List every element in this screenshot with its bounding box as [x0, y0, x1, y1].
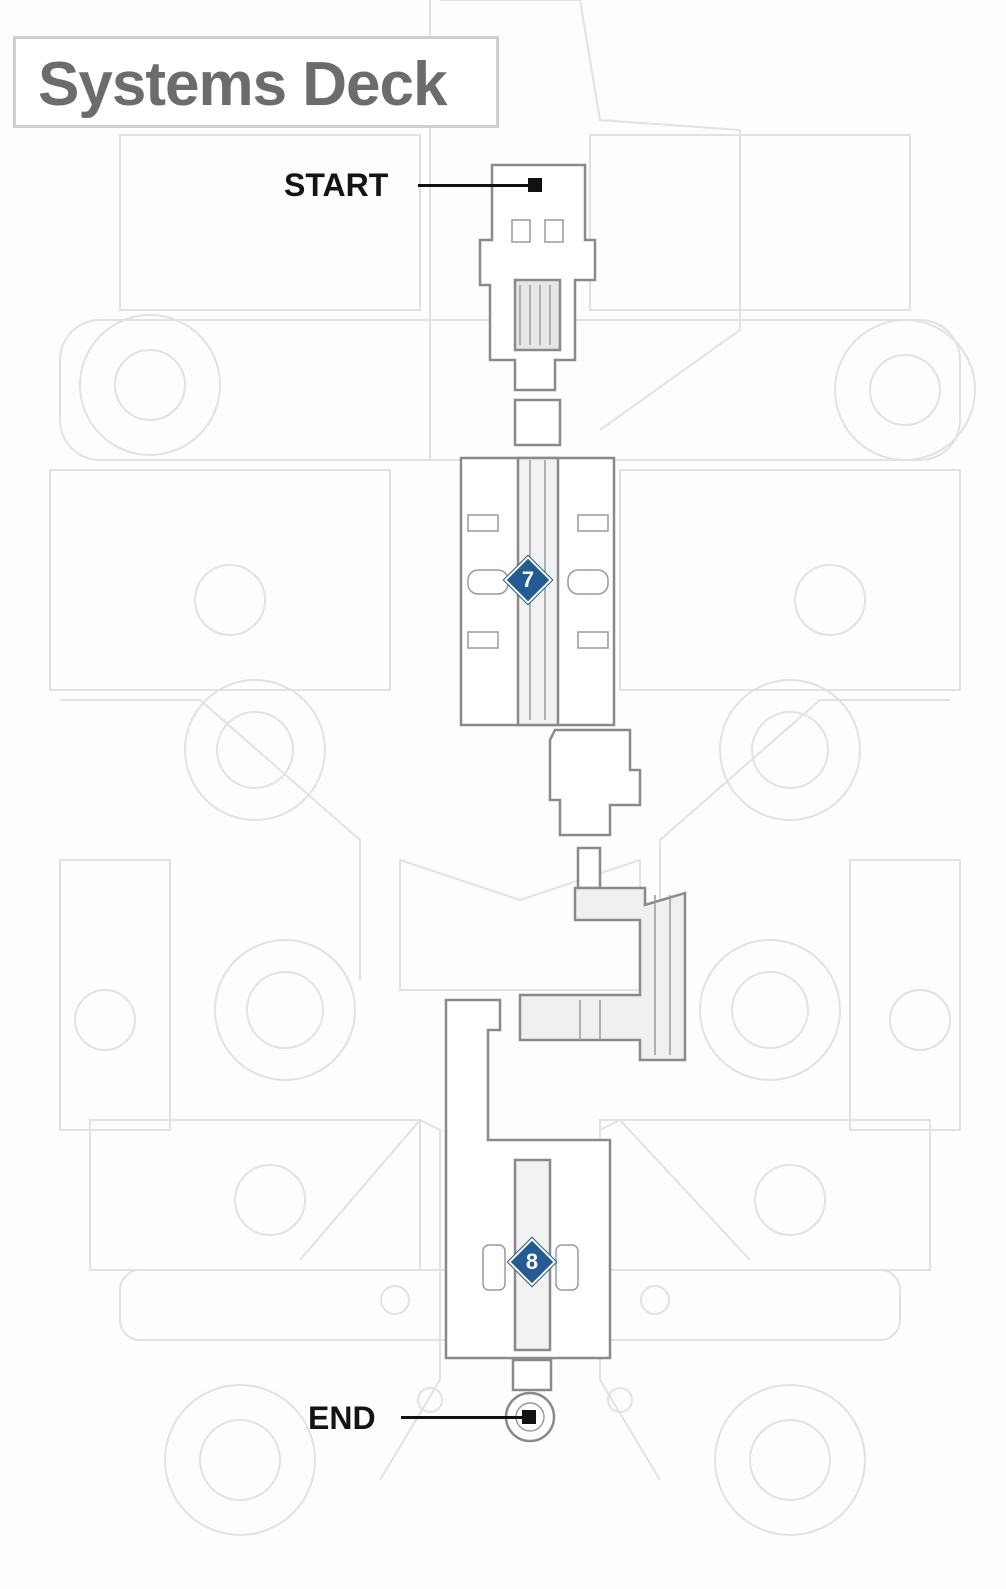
start-label: START	[284, 167, 389, 203]
marker-8[interactable]: 8	[507, 1237, 557, 1287]
end-leader-line	[401, 1416, 526, 1419]
marker-7[interactable]: 7	[503, 555, 553, 605]
start-leader-line	[418, 184, 530, 187]
marker-number: 8	[525, 1249, 539, 1274]
map-title: Systems Deck	[38, 50, 447, 119]
end-point-icon	[522, 1410, 536, 1424]
title-panel: Systems Deck	[13, 36, 499, 128]
start-point-icon	[528, 178, 542, 192]
end-label: END	[308, 1400, 376, 1436]
marker-number: 7	[521, 567, 535, 592]
